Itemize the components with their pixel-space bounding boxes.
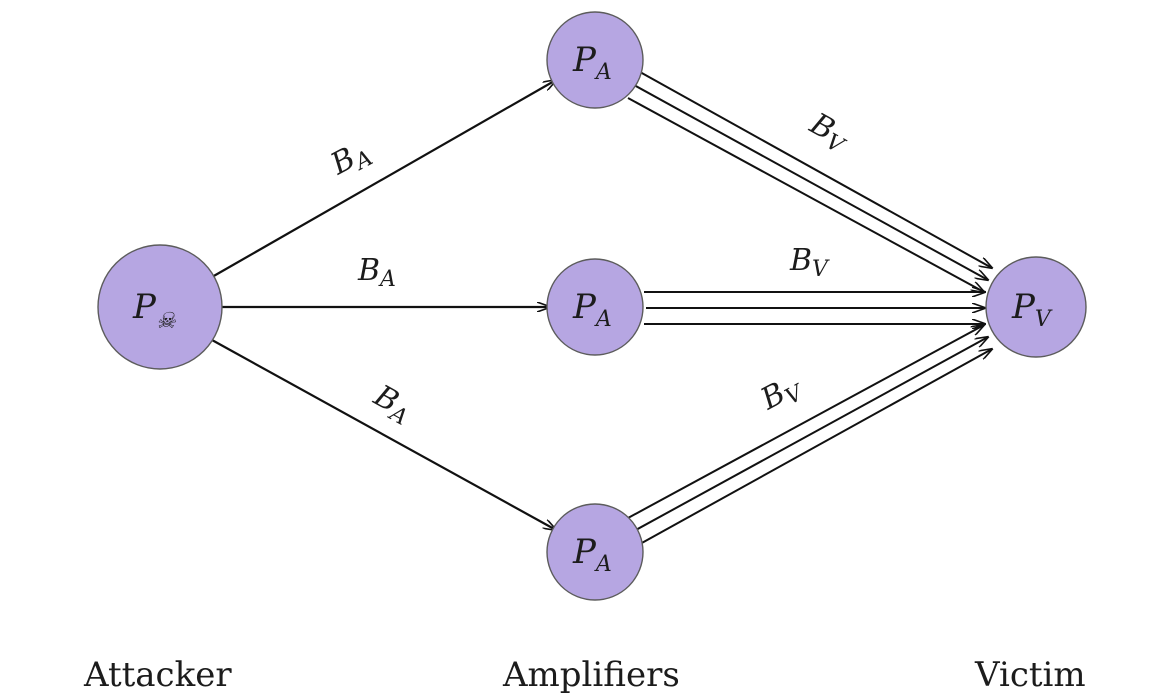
role-label-attacker: Attacker <box>84 655 232 695</box>
edge-labels: BA BA BA BV BV BV <box>324 106 856 431</box>
attacker-node: P☠ <box>97 244 223 370</box>
edge-attacker-to-amplifier-top <box>211 80 556 278</box>
edge-label-attack-bottom: BA <box>365 378 418 431</box>
amplifier-middle-label: PA <box>572 287 612 332</box>
amplifier-node-bottom: PA <box>546 503 644 601</box>
amplifier-top-label: PA <box>572 40 612 85</box>
attack-edges <box>211 80 556 530</box>
amplified-edges <box>627 71 992 545</box>
amplifier-bottom-label: PA <box>572 532 612 577</box>
edge-attacker-to-amplifier-bottom <box>211 339 556 530</box>
role-label-victim: Victim <box>975 655 1086 695</box>
edge-label-amp-top: BV <box>801 106 856 160</box>
edge-amplifier-middle-to-victim <box>644 292 985 324</box>
edge-amplifier-bottom-to-victim <box>627 325 992 545</box>
victim-node-label: PV <box>1011 287 1053 332</box>
skull-crossbones-icon: ☠ <box>156 309 177 334</box>
attacker-node-label: P☠ <box>132 287 177 334</box>
amplifier-node-top: PA <box>546 11 644 109</box>
victim-node: PV <box>985 256 1087 358</box>
amplifier-node-middle: PA <box>546 258 644 356</box>
edge-label-attack-top: BA <box>324 133 377 186</box>
role-label-amplifiers: Amplifiers <box>503 655 680 695</box>
edge-label-attack-middle: BA <box>357 253 396 292</box>
edge-amplifier-top-to-victim <box>627 71 992 292</box>
edge-label-amp-bottom: BV <box>754 367 809 421</box>
edge-label-amp-middle: BV <box>789 243 830 282</box>
